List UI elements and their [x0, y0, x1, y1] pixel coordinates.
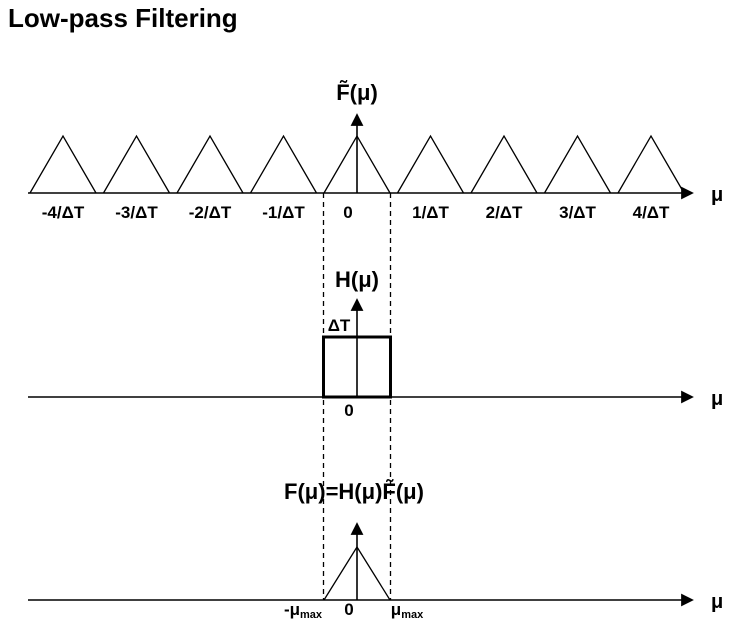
spectrum-triangle [470, 134, 538, 194]
slide-title: Low-pass Filtering [8, 3, 238, 33]
spectrum-triangle [29, 134, 97, 194]
plot-filtered-spectrum: F(μ)=H(μ)F̃(μ) μ -μmax 0 μmax [28, 479, 723, 621]
tick-label: 1/ΔT [412, 203, 449, 222]
ylabel: H(μ) [335, 267, 379, 292]
tick-label: -2/ΔT [189, 203, 232, 222]
filtered-spectrum-triangle [323, 545, 391, 601]
tick-label: 3/ΔT [559, 203, 596, 222]
tick-labels: -4/ΔT -3/ΔT -2/ΔT -1/ΔT 0 1/ΔT 2/ΔT 3/ΔT… [42, 203, 670, 222]
spectrum-triangle [323, 134, 391, 194]
origin-label: 0 [344, 600, 353, 619]
spectrum-triangle [249, 134, 318, 194]
origin-label: 0 [344, 401, 353, 420]
plot-filter: H(μ) μ ΔT 0 [28, 267, 723, 420]
tick-label: -3/ΔT [115, 203, 158, 222]
neg-mu-max-label: -μmax [284, 600, 323, 621]
spectrum-triangle [543, 134, 612, 194]
mu-axis-label: μ [711, 591, 723, 613]
mu-axis-label: μ [711, 184, 723, 206]
spectrum-replicas [29, 134, 685, 194]
tick-label: 4/ΔT [633, 203, 670, 222]
tick-label: 2/ΔT [486, 203, 523, 222]
tick-label: -4/ΔT [42, 203, 85, 222]
plot-sampled-spectrum: F̃(μ) μ -4/ΔT -3/ΔT -2/ΔT -1/ΔT 0 1/ΔT 2… [28, 80, 723, 222]
alignment-dashed-lines [322, 193, 392, 600]
filter-box [322, 335, 392, 399]
spectrum-triangle [617, 134, 685, 194]
spectrum-triangle [396, 134, 465, 194]
spectrum-triangle [102, 134, 171, 194]
tick-label: -1/ΔT [262, 203, 305, 222]
spectrum-triangle [176, 134, 244, 194]
tick-label: 0 [343, 203, 352, 222]
mu-axis-label: μ [711, 388, 723, 410]
ylabel: F̃(μ) [336, 80, 378, 105]
ylabel: F(μ)=H(μ)F̃(μ) [284, 479, 424, 504]
pos-mu-max-label: μmax [391, 600, 424, 621]
filter-height-label: ΔT [328, 316, 351, 335]
